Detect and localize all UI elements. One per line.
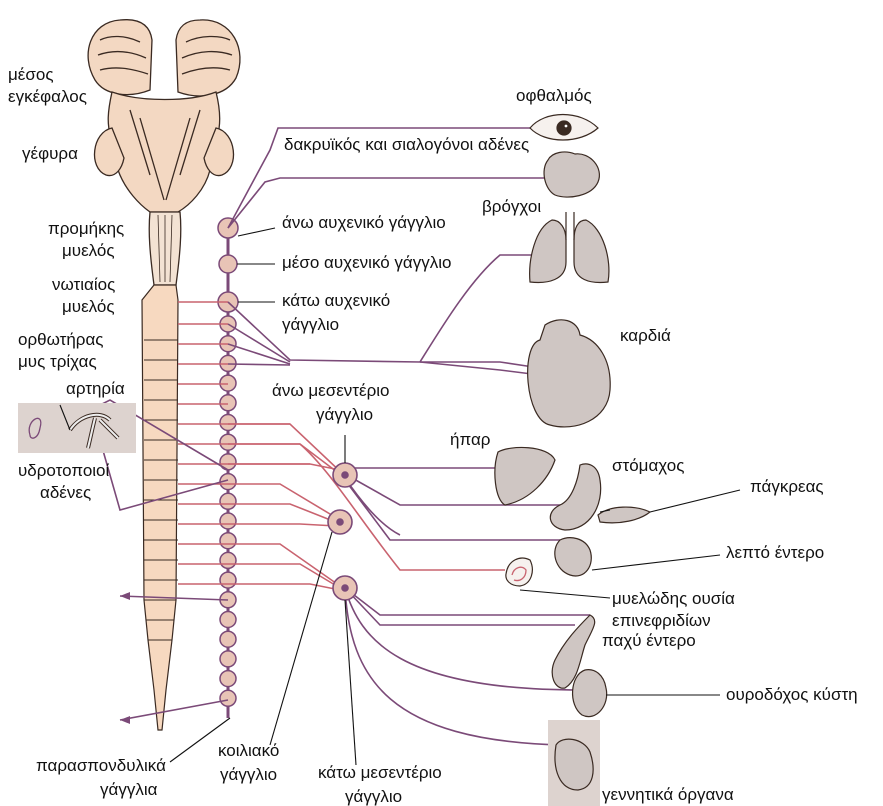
bladder-icon bbox=[573, 670, 607, 717]
label-stomach: στόμαχος bbox=[612, 456, 684, 475]
gland-icon bbox=[544, 152, 599, 197]
skin-inset bbox=[18, 403, 136, 453]
chain-ganglion bbox=[220, 651, 236, 667]
chain-ganglion bbox=[220, 572, 236, 588]
adrenal-icon bbox=[506, 558, 532, 586]
chain-ganglion bbox=[220, 690, 236, 706]
chain-ganglion bbox=[220, 552, 236, 568]
label-small-intestine: λεπτό έντερο bbox=[726, 543, 824, 562]
label-heart: καρδιά bbox=[620, 326, 671, 345]
label-superior-cervical: άνω αυχενικό γάγγλιο bbox=[282, 213, 446, 232]
pancreas-icon bbox=[598, 507, 650, 523]
chain-ganglion bbox=[220, 671, 236, 687]
label-bladder: ουροδόχος κύστη bbox=[726, 685, 858, 704]
label-lacrimal-salivary: δακρυϊκός και σιαλογόνοι αδένες bbox=[284, 135, 529, 154]
label-pons: γέφυρα bbox=[22, 144, 78, 163]
chain-ganglion bbox=[220, 375, 236, 391]
eye-icon bbox=[530, 115, 598, 141]
small-intestine-icon bbox=[555, 538, 592, 576]
stomach-icon bbox=[550, 464, 600, 530]
label-genitals: γεννητικά όργανα bbox=[602, 785, 734, 804]
genitals-icon bbox=[548, 720, 600, 806]
chain-ganglion bbox=[220, 612, 236, 628]
label-artery: αρτηρία bbox=[66, 379, 125, 398]
sympathetic-chain bbox=[218, 218, 238, 718]
spinal-cord bbox=[142, 285, 178, 730]
chain-ganglion bbox=[220, 533, 236, 549]
label-large-intestine: παχύ έντερο bbox=[602, 631, 696, 650]
chain-ganglion bbox=[220, 513, 236, 529]
heart-icon bbox=[528, 320, 611, 427]
label-liver: ήπαρ bbox=[450, 430, 490, 449]
label-pancreas: πάγκρεας bbox=[750, 477, 824, 496]
label-middle-cervical: μέσο αυχενικό γάγγλιο bbox=[282, 253, 451, 272]
chain-ganglion bbox=[220, 493, 236, 509]
chain-ganglion bbox=[220, 434, 236, 450]
label-bronchi: βρόγχοι bbox=[482, 197, 541, 216]
chain-ganglion bbox=[220, 631, 236, 647]
lungs-icon bbox=[530, 212, 609, 282]
abdominal-ganglia bbox=[328, 463, 357, 600]
liver-icon bbox=[495, 447, 555, 505]
chain-ganglion bbox=[220, 415, 236, 431]
chain-ganglion bbox=[220, 395, 236, 411]
label-eye: οφθαλμός bbox=[516, 86, 592, 105]
